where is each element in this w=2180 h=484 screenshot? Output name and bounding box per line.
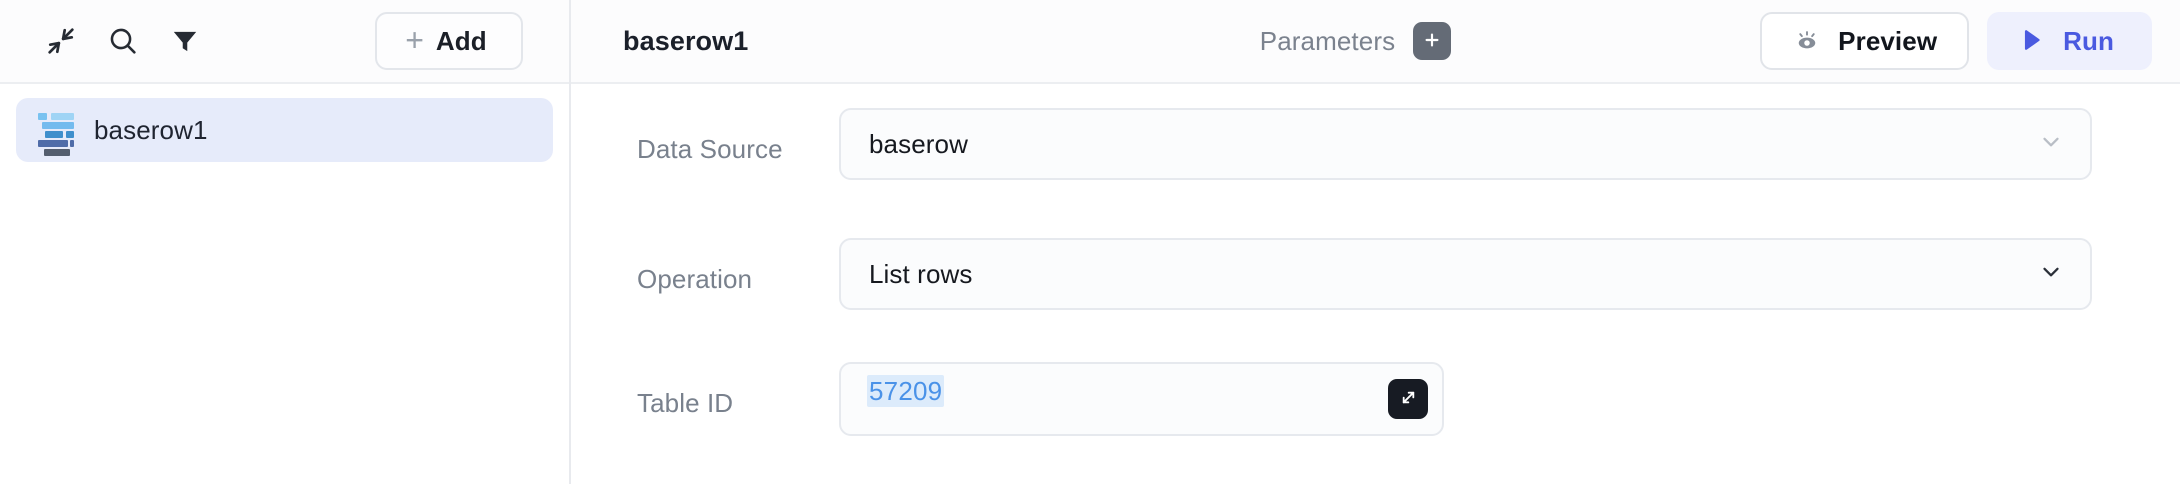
sidebar-toolbar: + Add bbox=[0, 0, 569, 84]
search-icon-button[interactable] bbox=[92, 10, 154, 72]
table-id-input[interactable]: 57209 bbox=[839, 362, 1444, 436]
plus-icon: + bbox=[405, 21, 424, 58]
collapse-arrows-icon bbox=[44, 24, 78, 58]
main-header: baserow1 Parameters bbox=[571, 0, 2180, 84]
parameters-group: Parameters bbox=[531, 0, 2180, 82]
filter-funnel-icon-button[interactable] bbox=[154, 10, 216, 72]
sidebar-item-baserow1[interactable]: baserow1 bbox=[16, 98, 553, 162]
form-row-operation: Operation List rows bbox=[571, 238, 2180, 310]
add-button-label: Add bbox=[435, 25, 487, 56]
run-button[interactable]: Run bbox=[1987, 12, 2152, 70]
plus-icon bbox=[1422, 30, 1442, 53]
filter-funnel-icon bbox=[169, 25, 201, 57]
play-triangle-icon bbox=[2017, 26, 2045, 57]
sidebar-tree: baserow1 bbox=[0, 84, 569, 484]
sidebar: + Add baserow1 bbox=[0, 0, 571, 484]
expand-editor-button[interactable] bbox=[1388, 379, 1428, 419]
form-row-data-source: Data Source baserow bbox=[571, 108, 2180, 180]
page-title: baserow1 bbox=[623, 25, 749, 56]
parameters-label: Parameters bbox=[1259, 25, 1396, 56]
add-parameter-button[interactable] bbox=[1413, 22, 1452, 60]
add-button[interactable]: + Add bbox=[375, 12, 523, 70]
chevron-down-icon bbox=[2038, 129, 2064, 160]
sidebar-item-label: baserow1 bbox=[94, 114, 208, 145]
operation-select[interactable]: List rows bbox=[839, 238, 2092, 310]
main-panel: baserow1 Parameters bbox=[571, 0, 2180, 484]
run-button-label: Run bbox=[2063, 25, 2114, 56]
collapse-arrows-icon-button[interactable] bbox=[30, 10, 92, 72]
header-actions: Preview Run bbox=[1760, 12, 2152, 70]
data-source-value: baserow bbox=[869, 128, 968, 159]
preview-button-label: Preview bbox=[1838, 25, 1938, 56]
baserow-logo-icon bbox=[38, 113, 74, 156]
eye-preview-icon bbox=[1792, 25, 1822, 58]
form-row-table-id: Table ID 57209 bbox=[571, 362, 2180, 436]
search-icon bbox=[106, 24, 140, 58]
parameters-form: Data Source baserow Operation List rows bbox=[571, 84, 2180, 484]
operation-value: List rows bbox=[869, 258, 973, 289]
field-label-operation: Operation bbox=[637, 264, 753, 294]
field-label-table-id: Table ID bbox=[637, 388, 734, 418]
data-source-select[interactable]: baserow bbox=[839, 108, 2092, 180]
table-id-value: 57209 bbox=[867, 375, 945, 407]
expand-diagonal-icon bbox=[1398, 387, 1419, 411]
field-label-data-source: Data Source bbox=[637, 134, 783, 164]
chevron-down-icon bbox=[2038, 259, 2064, 290]
preview-button[interactable]: Preview bbox=[1760, 12, 1970, 70]
